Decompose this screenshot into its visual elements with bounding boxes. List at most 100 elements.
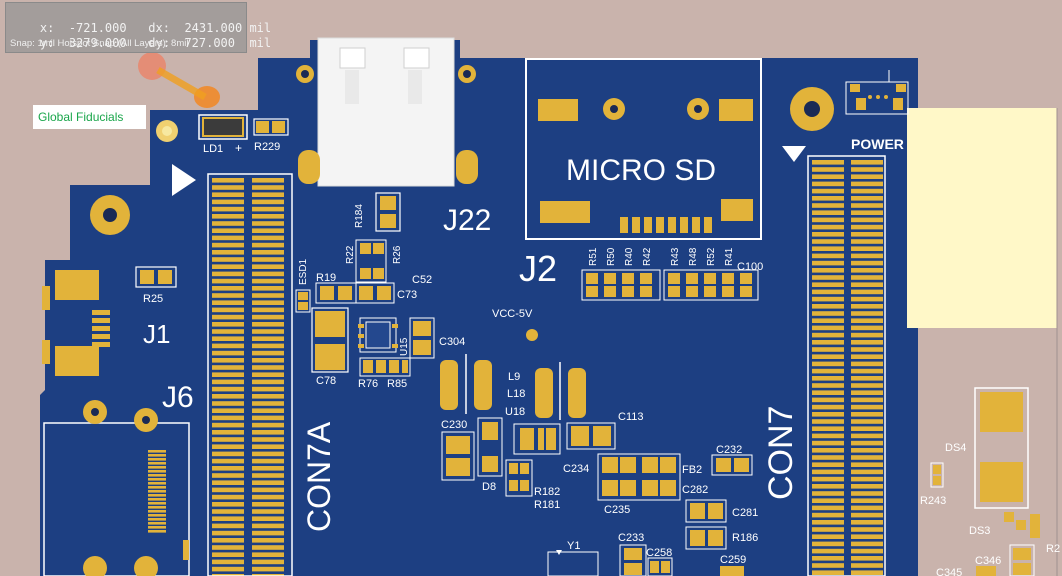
con7-pad xyxy=(812,232,844,237)
con7-pad xyxy=(851,426,883,431)
con7-pad xyxy=(851,253,883,259)
label-vcc-5v: VCC-5V xyxy=(492,308,533,320)
con7-pad xyxy=(851,325,883,331)
con7-pad xyxy=(851,462,883,467)
label-c100: C100 xyxy=(737,261,763,273)
con7a-pad xyxy=(212,372,244,377)
con7a-pad xyxy=(212,336,244,341)
label-r25: R25 xyxy=(143,293,163,305)
con7a-pad xyxy=(212,509,244,514)
con7a-pad xyxy=(212,199,244,205)
con7-pad xyxy=(851,210,883,215)
con7-pad xyxy=(851,455,883,460)
con7a-pad xyxy=(252,372,284,377)
resistor-pad xyxy=(604,273,616,284)
con7a-pad xyxy=(212,386,244,392)
con7-pad xyxy=(851,361,883,367)
dx-value: 2431.000 mil xyxy=(184,21,272,35)
con7-pad xyxy=(812,210,844,215)
con7a-pad xyxy=(252,437,284,442)
con7a-pad xyxy=(252,307,284,313)
con7-pad xyxy=(851,419,883,424)
usb-pad-left xyxy=(298,150,320,184)
dx-label: dx: xyxy=(148,21,170,35)
con7-pad xyxy=(812,527,844,532)
con7a-pad xyxy=(252,502,284,507)
con7a-pad xyxy=(252,250,284,255)
con7-pad xyxy=(812,541,844,547)
label-c304: C304 xyxy=(439,336,465,348)
con7a-pad xyxy=(212,494,244,500)
con7-pad xyxy=(851,505,883,511)
con7a-pad xyxy=(212,293,244,298)
resistor-pad xyxy=(586,286,598,297)
con7-pad xyxy=(851,534,883,539)
label-r181: R181 xyxy=(534,499,560,511)
con7a-pad xyxy=(252,552,284,557)
con7a-pad xyxy=(252,487,284,493)
con7-pad xyxy=(812,354,844,359)
j6-pin xyxy=(148,506,166,509)
con7a-pad xyxy=(212,538,244,543)
con7-pad xyxy=(812,340,844,345)
con7a-pad xyxy=(252,451,284,457)
con7a-pad xyxy=(212,422,244,428)
con7-pad xyxy=(851,448,883,453)
con7-pad xyxy=(851,498,883,503)
resistor-pad xyxy=(640,273,652,284)
con7a-pad xyxy=(252,574,284,576)
con7-pad xyxy=(851,246,883,251)
con7a-pad xyxy=(212,314,244,320)
label-u15: U15 xyxy=(399,337,410,356)
con7-pad xyxy=(851,469,883,475)
usb-pad-right xyxy=(456,150,478,184)
con7a-pad xyxy=(212,466,244,471)
con7-pad xyxy=(812,296,844,302)
con7-pad xyxy=(851,304,883,309)
con7-pad xyxy=(851,275,883,280)
resistor-pad xyxy=(622,286,634,297)
con7-pad xyxy=(851,397,883,403)
label-j2: J2 xyxy=(519,248,557,289)
con7-pad xyxy=(851,332,883,338)
micro-sd-outline xyxy=(525,58,762,240)
con7-pad xyxy=(812,512,844,518)
con7a-pad xyxy=(212,250,244,255)
label-c232: C232 xyxy=(716,444,742,456)
con7-pad xyxy=(851,570,883,575)
con7a-pad xyxy=(212,451,244,457)
dy-value: 727.000 mil xyxy=(184,36,272,50)
label-d8: D8 xyxy=(482,481,496,493)
con7-pad xyxy=(851,289,883,295)
con7-pad xyxy=(812,282,844,287)
con7-pad xyxy=(812,332,844,338)
resistor-pad xyxy=(686,286,698,297)
con7-pad xyxy=(851,390,883,395)
resistor-pad xyxy=(640,286,652,297)
label-c345: C345 xyxy=(936,567,962,576)
con7a-pad xyxy=(252,293,284,298)
con7a-pad xyxy=(212,235,244,241)
con7-pad xyxy=(812,260,844,266)
con7a-pad xyxy=(212,365,244,370)
con7-pad xyxy=(851,196,883,201)
con7-pad xyxy=(851,476,883,482)
con7a-pad xyxy=(212,430,244,435)
global-fiducials-tooltip[interactable]: Global Fiducials xyxy=(33,105,146,129)
con7-pad xyxy=(851,260,883,266)
snap-info: Snap: 1mil Hotspot Snap (All Layers): 8m… xyxy=(10,38,189,49)
j6-pin xyxy=(148,514,166,517)
con7a-pad xyxy=(252,545,284,550)
con7a-pad xyxy=(252,300,284,305)
con7-pad xyxy=(812,498,844,503)
resistor-array xyxy=(586,273,752,297)
label-r2: R2 xyxy=(1046,543,1060,555)
label-c52: C52 xyxy=(412,274,432,286)
con7a-pad xyxy=(252,286,284,291)
j6-pin xyxy=(148,522,166,525)
con7a-pad xyxy=(252,523,284,529)
con7-pad xyxy=(812,325,844,331)
con7a-pad xyxy=(212,516,244,521)
